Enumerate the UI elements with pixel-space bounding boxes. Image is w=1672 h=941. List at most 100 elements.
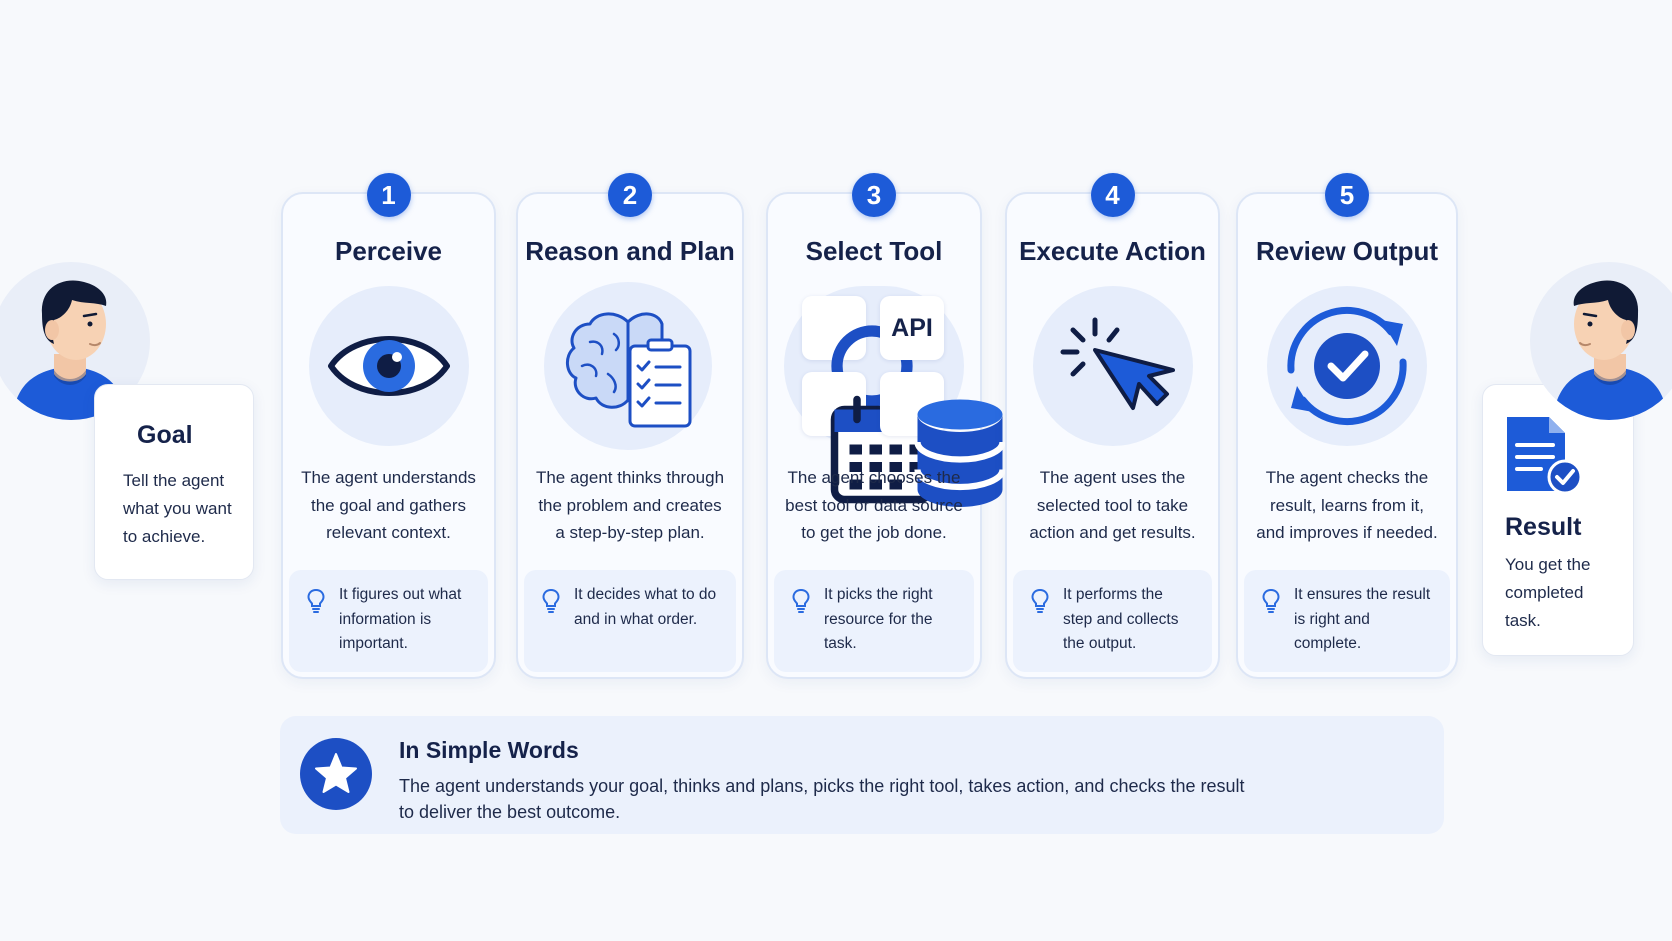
desc-line: action and get results. — [1029, 523, 1196, 542]
lightbulb-icon — [307, 588, 325, 613]
refresh-check-icon — [1287, 307, 1407, 425]
summary-text: The agent understands your goal, thinks … — [399, 773, 1319, 825]
tip-line: is right and complete. — [1294, 610, 1370, 653]
step-card-select-tool: 3 Select Tool API — [766, 173, 1006, 679]
tip-box: It decides what to do and in what order. — [524, 570, 736, 672]
lightbulb-icon — [792, 588, 810, 613]
desc-line: relevant context. — [326, 523, 451, 542]
tip-line: and in what order. — [574, 610, 698, 628]
tip-text: It ensures the result is right and compl… — [1294, 583, 1440, 657]
brain-checklist-icon — [566, 312, 692, 428]
api-label: API — [891, 313, 933, 342]
desc-line: and improves if needed. — [1256, 523, 1438, 542]
desc-line: The agent understands — [301, 468, 476, 487]
tip-text: It performs the step and collects the ou… — [1063, 583, 1202, 657]
step-icon-circle: API — [784, 286, 1006, 507]
step-number-badge: 3 — [852, 173, 896, 217]
tip-line: step and collects — [1063, 610, 1179, 628]
tip-line: It ensures the result — [1294, 586, 1431, 603]
tip-line: task. — [824, 635, 857, 652]
step-description: The agent uses the selected tool to take… — [1017, 464, 1208, 547]
step-number-badge: 2 — [608, 173, 652, 217]
database-icon — [914, 399, 1006, 507]
step-icon-circle — [1032, 286, 1193, 446]
tip-box: It performs the step and collects the ou… — [1013, 570, 1212, 672]
tip-line: It figures out what — [339, 586, 462, 603]
desc-line: result, learns from it, — [1270, 495, 1424, 515]
result-line: You get the — [1505, 555, 1591, 574]
desc-line: The agent checks the — [1265, 468, 1429, 487]
desc-line: The agent thinks through — [535, 468, 725, 487]
step-description: The agent understands the goal and gathe… — [293, 464, 484, 547]
goal-text: Tell the agent what you want to achieve. — [123, 467, 232, 551]
lightbulb-icon — [542, 588, 560, 613]
lightbulb-icon — [1031, 588, 1049, 613]
goal-title: Goal — [137, 421, 193, 449]
step-number-badge: 5 — [1325, 173, 1369, 217]
tip-text: It decides what to do and in what order. — [574, 583, 726, 632]
goal-line: to achieve. — [123, 527, 206, 546]
step-description: The agent thinks through the problem and… — [528, 464, 732, 547]
tip-line: the output. — [1063, 635, 1137, 652]
person-icon — [1552, 280, 1668, 420]
desc-line: to get the job done. — [801, 523, 947, 542]
tip-line: It decides what to do — [574, 586, 717, 603]
summary-title: In Simple Words — [399, 737, 579, 763]
step-number-badge: 4 — [1090, 173, 1135, 217]
tip-line: important. — [339, 635, 408, 652]
lightbulb-icon — [1262, 588, 1280, 613]
tip-line: It picks the right — [824, 586, 933, 603]
tip-text: It picks the right resource for the task… — [824, 583, 964, 657]
step-title: Perceive — [335, 236, 442, 266]
step-description: The agent chooses the best tool or data … — [778, 464, 970, 547]
api-tool-tile: API — [880, 296, 944, 360]
result-line: completed — [1505, 583, 1584, 602]
result-text: You get the completed task. — [1505, 551, 1590, 635]
desc-line: the goal and gathers — [310, 495, 466, 515]
step-card-reason-and-plan: 2 Reason and Plan The agent thinks throu… — [516, 173, 744, 679]
result-title: Result — [1505, 513, 1582, 541]
summary-banner: In Simple Words The agent understands yo… — [280, 716, 1444, 834]
summary-line: to deliver the best outcome. — [399, 802, 621, 822]
step-card-perceive: 1 Perceive The agent understands the goa… — [281, 173, 496, 679]
calendar-tool-tile — [802, 372, 934, 504]
cursor-click-icon — [1060, 317, 1175, 410]
tip-box: It picks the right resource for the task… — [774, 570, 974, 672]
step-number-badge: 1 — [366, 173, 411, 217]
summary-badge — [300, 738, 372, 810]
goal-line: what you want — [123, 499, 232, 518]
desc-line: best tool or data source — [785, 495, 963, 515]
result-line: task. — [1505, 611, 1541, 630]
summary-line: The agent understands your goal, thinks … — [399, 776, 1245, 796]
step-title: Reason and Plan — [525, 236, 735, 266]
database-tool-tile — [880, 372, 1006, 507]
desc-line: The agent uses the — [1039, 468, 1186, 487]
step-card-execute-action: 4 Execute Action The agent uses the sele… — [1005, 173, 1220, 679]
tip-line: It performs the — [1063, 586, 1163, 603]
step-title: Select Tool — [805, 236, 943, 266]
tip-text: It figures out what information is impor… — [339, 583, 478, 657]
tip-line: resource for the — [824, 610, 933, 628]
step-title: Review Output — [1255, 236, 1438, 266]
step-title: Execute Action — [1019, 236, 1206, 266]
goal-line: Tell the agent — [123, 471, 225, 490]
goal-card: Goal Tell the agent what you want to ach… — [94, 384, 254, 580]
step-icon-circle — [308, 286, 469, 446]
star-icon — [315, 753, 357, 793]
step-card-review-output: 5 Review Output The agent checks the res… — [1236, 173, 1458, 679]
step-description: The agent checks the result, learns from… — [1248, 464, 1446, 547]
tip-box: It figures out what information is impor… — [289, 570, 488, 672]
search-tool-tile — [802, 296, 935, 429]
desc-line: selected tool to take — [1036, 495, 1189, 515]
tip-line: information is — [339, 610, 432, 628]
document-check-icon — [1507, 417, 1583, 495]
user-avatar-right — [1530, 262, 1672, 420]
step-icon-circle — [1267, 286, 1427, 446]
eye-icon — [327, 336, 450, 396]
tip-box: It ensures the result is right and compl… — [1244, 570, 1450, 672]
desc-line: a step-by-step plan. — [555, 523, 705, 542]
result-card: Result You get the completed task. — [1482, 384, 1634, 656]
step-icon-circle — [544, 282, 712, 450]
desc-line: the problem and creates — [538, 495, 722, 515]
desc-line: The agent chooses the — [787, 468, 961, 487]
